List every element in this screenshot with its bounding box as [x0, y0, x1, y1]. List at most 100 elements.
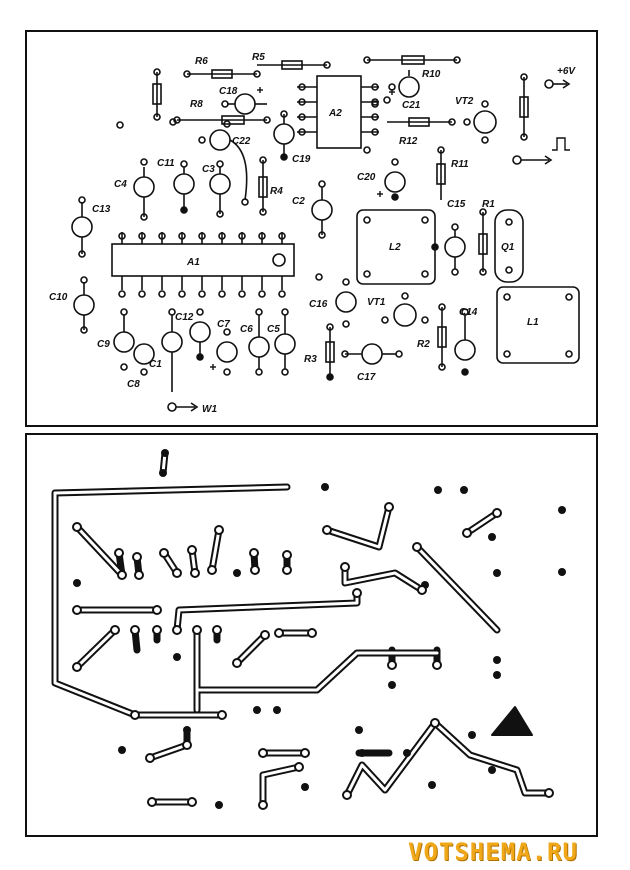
component-layout-drawing: R6 R5 R10 +6V C18 R8 A2 C21 VT2 C22 R12 … [49, 52, 580, 415]
crystal-q1 [494, 209, 524, 283]
trace-cores [53, 485, 551, 807]
label-r12: R12 [399, 136, 418, 147]
pcb-trace-drawing [51, 449, 566, 810]
resistor-vertical-top-left [152, 68, 162, 121]
label-c10: C10 [49, 292, 68, 303]
label-r10: R10 [422, 69, 441, 80]
label-c19: C19 [292, 154, 311, 165]
pcb-pads [73, 449, 566, 809]
label-r2: R2 [417, 339, 430, 350]
ic-a1-notch [272, 253, 286, 267]
transistor-vt1 [381, 292, 429, 327]
capacitor-c5 [274, 308, 296, 376]
label-r6: R6 [195, 56, 208, 67]
plus6v-terminal [544, 79, 571, 89]
capacitor-c15 [444, 223, 466, 276]
capacitor-c17 [341, 343, 403, 365]
label-c8: C8 [127, 379, 140, 390]
label-c12: C12 [175, 312, 194, 323]
label-r1: R1 [482, 199, 495, 210]
triangle-pad [491, 706, 533, 736]
capacitor-c1 [161, 308, 183, 392]
label-c22: C22 [232, 136, 251, 147]
label-c15: C15 [447, 199, 466, 210]
label-r5: R5 [252, 52, 265, 63]
label-c5: C5 [267, 324, 280, 335]
resistor-r3 [325, 323, 335, 381]
label-c3: C3 [202, 164, 215, 175]
capacitor-c18 [221, 93, 267, 115]
label-c4: C4 [114, 179, 127, 190]
capacitor-c14 [454, 308, 476, 376]
ic-a2 [316, 75, 362, 149]
label-plus6v: +6V [557, 66, 576, 77]
resistor-r4 [258, 156, 268, 216]
label-r11: R11 [451, 159, 469, 170]
capacitor-c19 [273, 110, 295, 161]
label-c9: C9 [97, 339, 110, 350]
capacitor-c9 [113, 308, 135, 371]
pcb-pad-holes [72, 502, 554, 810]
label-r8: R8 [190, 99, 203, 110]
component-labels: R6 R5 R10 +6V C18 R8 A2 C21 VT2 C22 R12 … [49, 52, 576, 415]
label-w1: W1 [202, 404, 217, 415]
capacitor-c12 [189, 308, 211, 361]
misc-pads [116, 96, 391, 281]
label-c7: C7 [217, 319, 230, 330]
label-c17: C17 [357, 372, 376, 383]
capacitor-c22 [198, 129, 249, 206]
ic-a2-pins [297, 83, 379, 136]
watermark-logo: VOTSHEMA.RU [408, 838, 578, 866]
label-c11: C11 [157, 158, 175, 169]
label-c6: C6 [240, 324, 253, 335]
capacitor-c7 [216, 328, 238, 376]
resistor-r5 [257, 60, 331, 70]
ic-a1 [111, 243, 295, 277]
capacitor-c4 [133, 158, 155, 221]
label-vt2: VT2 [455, 96, 474, 107]
label-a2: A2 [328, 108, 342, 119]
w1-terminal [167, 402, 199, 412]
label-c2: C2 [292, 196, 305, 207]
component-layout-panel: R6 R5 R10 +6V C18 R8 A2 C21 VT2 C22 R12 … [25, 30, 598, 427]
capacitor-c16 [335, 278, 357, 328]
label-c21: C21 [402, 100, 421, 111]
pulse-output-terminal [512, 137, 570, 165]
pcb-traces-panel [25, 433, 598, 837]
resistor-r6 [183, 69, 261, 79]
capacitor-c11 [173, 160, 195, 214]
label-vt1: VT1 [367, 297, 386, 308]
coil-l1 [496, 286, 580, 364]
capacitor-c20 [384, 158, 406, 201]
label-c20: C20 [357, 172, 376, 183]
capacitor-c2 [311, 180, 333, 239]
label-a1: A1 [186, 257, 200, 268]
label-r4: R4 [270, 186, 283, 197]
capacitor-c8 [133, 343, 155, 376]
coil-l2-pin [363, 216, 371, 224]
resistor-r2 [437, 303, 447, 371]
polarity-marks [210, 87, 395, 370]
transistor-vt2 [463, 100, 497, 144]
capacitor-c6 [248, 308, 270, 376]
capacitor-c21 [388, 70, 420, 98]
resistor-r10 [363, 55, 461, 65]
resistor-right-vertical [519, 73, 529, 141]
capacitor-c13 [71, 196, 93, 258]
label-l1: L1 [527, 317, 539, 328]
capacitor-c10 [73, 276, 95, 334]
resistor-r8 [173, 115, 271, 125]
resistor-r1 [478, 208, 488, 276]
resistor-r11 [436, 146, 446, 200]
label-c14: C14 [459, 307, 478, 318]
label-c18: C18 [219, 86, 238, 97]
ic-a1-pins [118, 232, 286, 298]
label-c16: C16 [309, 299, 328, 310]
label-q1: Q1 [501, 242, 515, 253]
resistor-r12 [387, 117, 456, 127]
label-c13: C13 [92, 204, 111, 215]
label-l2: L2 [389, 242, 401, 253]
label-c1: C1 [149, 359, 162, 370]
label-r3: R3 [304, 354, 317, 365]
capacitor-c3 [209, 160, 231, 218]
